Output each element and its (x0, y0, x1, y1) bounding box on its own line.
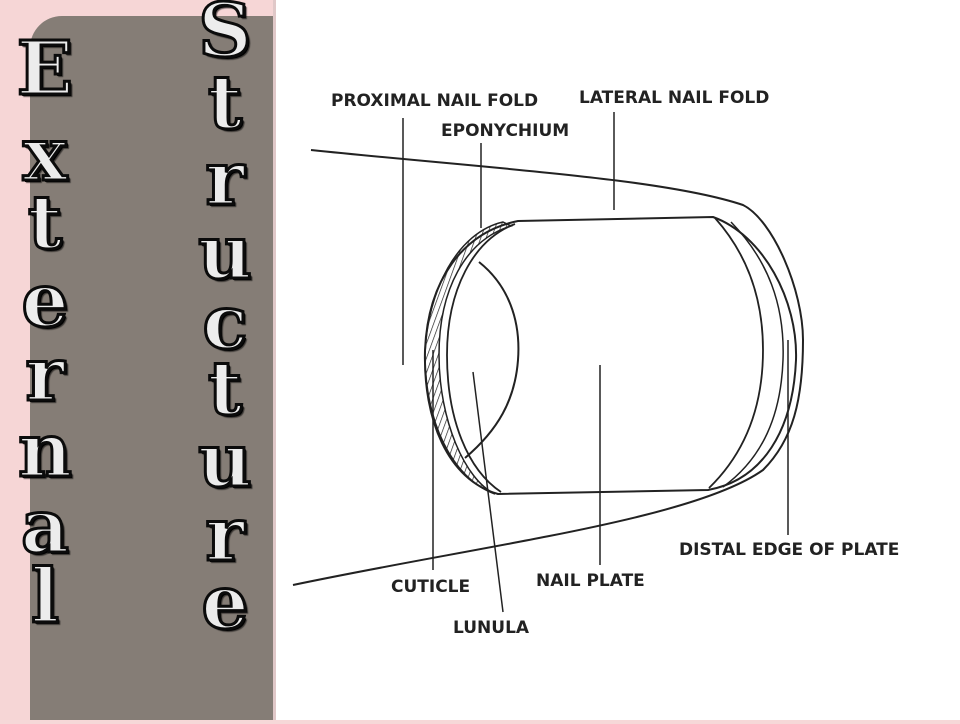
label-proximal-nail-fold: PROXIMAL NAIL FOLD (331, 91, 538, 111)
finger-bottom-outline (292, 339, 804, 586)
title-external-letter: t (26, 180, 63, 266)
nail-plate-outline (423, 215, 798, 496)
finger-top-outline (310, 149, 804, 341)
title-external-letter: E (15, 26, 74, 112)
title-external: E x t e r n a l (0, 26, 90, 636)
title-structure: S t r u c t u r e (180, 0, 270, 644)
label-eponychium: EPONYCHIUM (441, 121, 569, 141)
title-external-letter: l (29, 554, 60, 640)
title-external-letter: r (24, 332, 66, 418)
title-structure-letter: e (200, 560, 250, 646)
distal-edge-outer (722, 221, 784, 488)
nail-diagram: PROXIMAL NAIL FOLD LATERAL NAIL FOLD EPO… (292, 88, 899, 638)
title-external-letter: n (17, 408, 74, 494)
eponychium-band (424, 221, 514, 495)
title-external-letter: x (21, 112, 68, 198)
lunula-arc (464, 261, 520, 459)
title-structure-letter: r (204, 136, 246, 222)
title-external-letter: e (20, 258, 70, 344)
title-panel (30, 16, 292, 720)
label-lateral-nail-fold: LATERAL NAIL FOLD (579, 88, 769, 108)
title-structure-letter: u (197, 418, 254, 504)
title-structure-letter: S (197, 0, 253, 74)
leader-lunula (472, 371, 504, 613)
title-structure-letter: t (206, 346, 243, 432)
distal-edge-inner (708, 217, 764, 489)
cuticle-line (446, 223, 516, 493)
title-structure-letter: c (201, 280, 249, 366)
label-cuticle: CUTICLE (391, 577, 470, 597)
title-structure-letter: t (206, 60, 243, 146)
title-structure-letter: r (204, 492, 246, 578)
title-structure-letter: u (197, 210, 254, 296)
label-nail-plate: NAIL PLATE (536, 571, 645, 591)
label-lunula: LUNULA (453, 618, 530, 638)
title-external-letter: a (20, 484, 71, 570)
label-distal-edge: DISTAL EDGE OF PLATE (679, 540, 899, 560)
diagram-area: PROXIMAL NAIL FOLD LATERAL NAIL FOLD EPO… (273, 0, 960, 720)
